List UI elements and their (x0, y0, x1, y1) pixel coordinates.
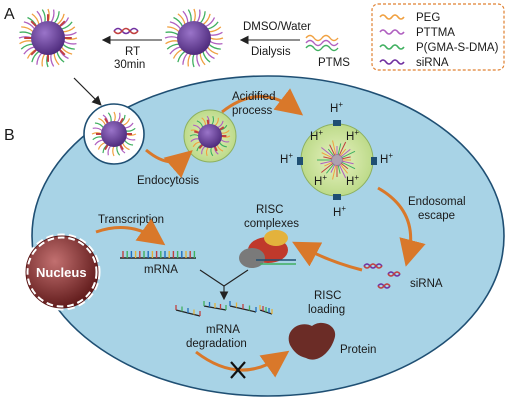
sirna-loaded-nanoparticle (18, 8, 78, 68)
sirna-label: siRNA (410, 278, 443, 290)
blocked-icon (230, 361, 246, 379)
legend-item: PEG (379, 12, 440, 24)
proton-pumps (297, 120, 377, 200)
mrna-strand (120, 251, 196, 259)
early-endosome (183, 109, 237, 163)
acidified-label-line2: process (232, 105, 273, 117)
protein-label: Protein (340, 344, 376, 356)
degradation-line2: degradation (186, 338, 247, 350)
process-label: Dialysis (251, 46, 291, 58)
risc-loading-line1: RISC (314, 290, 341, 302)
panel-a-label: A (4, 6, 15, 23)
nucleus-label: Nucleus (36, 265, 87, 280)
legend-item: siRNA (379, 57, 449, 69)
risc-complex-line2: complexes (244, 218, 299, 230)
endosomal-label-line2: escape (418, 210, 455, 222)
legend-item: PTTMA (379, 27, 455, 39)
legend-item: P(GMA-S-DMA) (379, 42, 499, 54)
time-label: 30min (114, 59, 145, 71)
endosomal-escape-arrow (377, 186, 426, 267)
risc-loading-arrow (292, 241, 363, 272)
rt-label: RT (125, 46, 140, 58)
ptms-label: PTMS (318, 57, 350, 69)
self-assembled-nanoparticle (164, 8, 224, 68)
legend-item-label: P(GMA-S-DMA) (416, 42, 499, 54)
uptake-arrow (73, 77, 102, 106)
sirna-helix-icon (113, 27, 139, 35)
degradation-line1: mRNA (206, 324, 240, 336)
acidified-arrow (221, 88, 304, 116)
ptms-polymer-icon (305, 34, 339, 52)
mrna-fragments (175, 301, 273, 317)
nucleus: Nucleus (23, 233, 101, 311)
endosomal-label-line1: Endosomal (408, 196, 466, 208)
risc-loading-line2: loading (308, 304, 345, 316)
protein-icon (288, 322, 336, 360)
legend-item-label: siRNA (416, 57, 449, 69)
legend-item-label: PTTMA (416, 27, 455, 39)
endocytosis-label: Endocytosis (137, 175, 199, 187)
risc-complex-icon (239, 230, 296, 268)
risc-complex-line1: RISC (256, 204, 283, 216)
proton-labels: H+H+H+H+H+H+H+H+ (280, 100, 393, 219)
legend-item-label: PEG (416, 12, 440, 24)
cleavage-merge-arrow (199, 269, 249, 301)
transcription-label: Transcription (98, 214, 164, 226)
mrna-label: mRNA (144, 264, 178, 276)
solvent-label: DMSO/Water (243, 21, 311, 33)
endocytosis-arrow (145, 148, 193, 179)
released-sirna (363, 263, 401, 289)
legend: PEG PTTMA P(GMA-S-DMA) siRNA (371, 3, 505, 71)
panel-b-label: B (4, 127, 15, 144)
acidified-label-line1: Acidified (232, 91, 275, 103)
transcription-arrow (95, 218, 166, 246)
endocytic-pit (83, 103, 145, 165)
